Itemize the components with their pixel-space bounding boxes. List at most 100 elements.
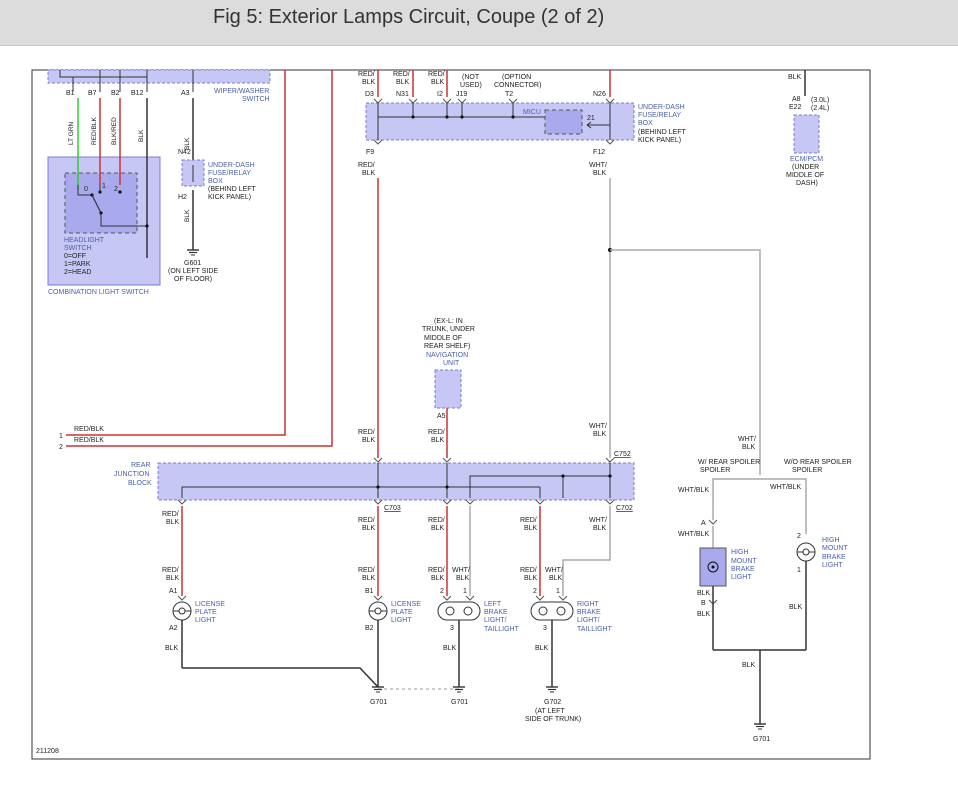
- contact-0: 0: [84, 186, 88, 193]
- svg-text:(AT LEFT: (AT LEFT: [535, 708, 565, 715]
- svg-text:RED/BLK: RED/BLK: [74, 437, 104, 444]
- svg-text:2: 2: [59, 444, 63, 451]
- svg-text:A8: A8: [792, 96, 801, 103]
- svg-text:BLK: BLK: [396, 79, 410, 86]
- svg-text:BLOCK: BLOCK: [128, 480, 152, 487]
- svg-text:(2.4L): (2.4L): [811, 105, 829, 112]
- wiper-switch-label-2: SWITCH: [242, 96, 270, 103]
- svg-text:RED/: RED/: [358, 517, 375, 524]
- svg-text:RED/: RED/: [428, 429, 445, 436]
- svg-text:3: 3: [450, 625, 454, 632]
- svg-text:CONNECTOR): CONNECTOR): [494, 82, 541, 89]
- svg-text:PLATE: PLATE: [391, 609, 413, 616]
- svg-text:RED/: RED/: [520, 517, 537, 524]
- figure-id: 211208: [36, 748, 59, 755]
- svg-text:BLK: BLK: [165, 645, 179, 652]
- micu-label: MICU: [523, 109, 541, 116]
- svg-text:LICENSE: LICENSE: [195, 601, 225, 608]
- svg-text:N31: N31: [396, 91, 409, 98]
- svg-text:2: 2: [440, 588, 444, 595]
- left-fuse-box-label-2: FUSE/RELAY: [208, 170, 251, 177]
- pin-b12: B12: [131, 90, 144, 97]
- svg-text:PLATE: PLATE: [195, 609, 217, 616]
- license-plate-light-left: A1 LICENSE PLATE LIGHT A2 BLK: [165, 588, 379, 688]
- svg-text:RED/BLK: RED/BLK: [74, 426, 104, 433]
- svg-text:WHT/: WHT/: [589, 162, 607, 169]
- svg-text:1: 1: [797, 567, 801, 574]
- feed-spoiler: [610, 249, 761, 475]
- svg-text:BLK: BLK: [362, 170, 376, 177]
- svg-text:2: 2: [533, 588, 537, 595]
- svg-text:W/O REAR SPOILER: W/O REAR SPOILER: [784, 459, 852, 466]
- svg-text:(EX-L: IN: (EX-L: IN: [434, 318, 463, 325]
- svg-text:BLK: BLK: [362, 575, 376, 582]
- svg-text:RED/: RED/: [428, 71, 445, 78]
- svg-text:BLK: BLK: [535, 645, 549, 652]
- left-fuse-box-note-2: KICK PANEL): [208, 194, 251, 201]
- headlight-switch-label-1: HEADLIGHT: [64, 237, 105, 244]
- rear-junction-block: REAR JUNCTION BLOCK C752 C703 C702: [114, 451, 635, 512]
- svg-text:WHT/: WHT/: [545, 567, 563, 574]
- svg-text:BLK: BLK: [184, 209, 191, 222]
- svg-text:TRUNK, UNDER: TRUNK, UNDER: [422, 326, 475, 333]
- svg-text:USED): USED): [460, 82, 482, 89]
- svg-text:RED/: RED/: [358, 162, 375, 169]
- wiper-switch-label: WIPER/WASHER: [214, 88, 269, 95]
- svg-text:BLK: BLK: [456, 575, 470, 582]
- svg-text:BLK: BLK: [742, 662, 756, 669]
- svg-text:21: 21: [587, 115, 595, 122]
- svg-text:BLK: BLK: [166, 575, 180, 582]
- svg-text:MIDDLE OF: MIDDLE OF: [424, 335, 462, 342]
- connector-c752: C752: [614, 451, 631, 458]
- svg-text:B: B: [701, 600, 706, 607]
- svg-text:LIGHT: LIGHT: [391, 617, 412, 624]
- svg-text:1: 1: [59, 433, 63, 440]
- combination-switch-label: COMBINATION LIGHT SWITCH: [48, 289, 149, 296]
- svg-text:LEFT: LEFT: [484, 601, 502, 608]
- svg-text:RED/: RED/: [162, 511, 179, 518]
- svg-text:BLK: BLK: [166, 519, 180, 526]
- svg-text:BRAKE: BRAKE: [822, 554, 846, 561]
- svg-text:UNIT: UNIT: [443, 360, 460, 367]
- contact-2: 2: [114, 186, 118, 193]
- svg-text:BRAKE: BRAKE: [577, 609, 601, 616]
- svg-text:BLK: BLK: [431, 437, 445, 444]
- svg-text:BLK: BLK: [593, 431, 607, 438]
- svg-text:3: 3: [543, 625, 547, 632]
- pin-b1: B1: [66, 90, 75, 97]
- g601-note-2: OF FLOOR): [174, 276, 212, 283]
- svg-text:A: A: [701, 520, 706, 527]
- navigation-unit: (EX-L: IN TRUNK, UNDER MIDDLE OF REAR SH…: [422, 318, 475, 458]
- svg-text:MIDDLE OF: MIDDLE OF: [786, 172, 824, 179]
- pin-a3: A3: [181, 90, 190, 97]
- svg-text:BLK: BLK: [431, 79, 445, 86]
- svg-text:LIGHT/: LIGHT/: [484, 617, 507, 624]
- svg-text:BRAKE: BRAKE: [731, 566, 755, 573]
- svg-text:BLK: BLK: [443, 645, 457, 652]
- svg-text:BLK: BLK: [789, 604, 803, 611]
- svg-text:BLK: BLK: [697, 590, 711, 597]
- svg-text:REAR: REAR: [131, 462, 150, 469]
- svg-text:BLK: BLK: [549, 575, 563, 582]
- svg-text:BLK: BLK: [742, 444, 756, 451]
- ecm-pcm: BLK A8 E22 (3.0L) (2.4L) ECM/PCM (UNDER …: [786, 70, 829, 187]
- svg-text:RED/: RED/: [428, 517, 445, 524]
- svg-text:J19: J19: [456, 91, 467, 98]
- svg-text:RED/: RED/: [428, 567, 445, 574]
- left-feed-wires: 1 RED/BLK 2 RED/BLK: [59, 70, 333, 451]
- svg-text:I2: I2: [437, 91, 443, 98]
- combination-light-switch: B1 B7 B2 B12 A3 WIPER/WASHER SWITCH LT G…: [47, 69, 271, 296]
- ground-g701-pair: G701 G701: [370, 686, 468, 706]
- left-fuse-box-label-1: UNDER-DASH: [208, 162, 255, 169]
- svg-text:W/ REAR SPOILER: W/ REAR SPOILER: [698, 459, 760, 466]
- license-plate-light-right: B1 LICENSE PLATE LIGHT B2: [365, 588, 421, 687]
- svg-text:WHT/BLK: WHT/BLK: [678, 487, 709, 494]
- micu-module: [544, 109, 583, 135]
- svg-text:ECM/PCM: ECM/PCM: [790, 156, 823, 163]
- svg-text:BLK: BLK: [593, 170, 607, 177]
- wire-label-lt-grn: LT GRN: [68, 121, 75, 145]
- svg-text:D3: D3: [365, 91, 374, 98]
- svg-text:DASH): DASH): [796, 180, 818, 187]
- g601-note-1: (ON LEFT SIDE: [168, 268, 218, 275]
